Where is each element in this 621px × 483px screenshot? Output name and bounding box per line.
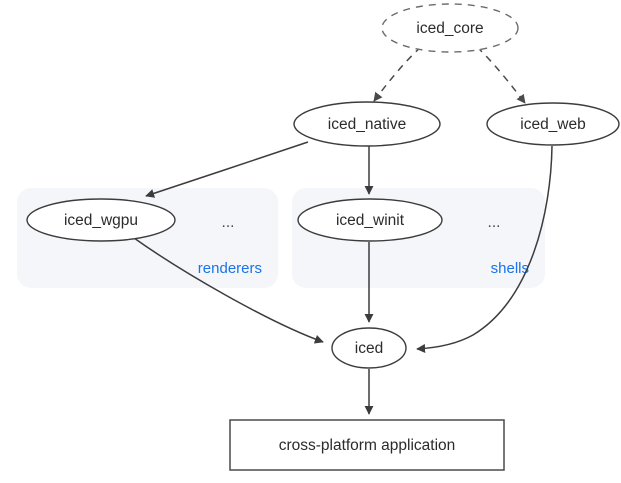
edge-iced_core-to-iced_native bbox=[373, 46, 422, 102]
edge-iced_core-to-iced_web bbox=[476, 46, 526, 104]
node-iced-native[interactable]: iced_native bbox=[293, 101, 441, 147]
edge-iced_native-to-iced_wgpu bbox=[145, 141, 309, 198]
edge-iced_web-to-iced bbox=[416, 145, 553, 354]
node-iced-core-shape[interactable] bbox=[381, 3, 519, 53]
node-iced-web[interactable]: iced_web bbox=[486, 102, 620, 146]
node-cross-platform-application[interactable]: cross-platform application bbox=[229, 419, 505, 471]
node-iced-core[interactable]: iced_core bbox=[381, 3, 519, 53]
node-iced-winit-shape[interactable] bbox=[297, 198, 443, 242]
node-iced-wgpu-shape[interactable] bbox=[26, 198, 176, 242]
node-iced-shape[interactable] bbox=[331, 327, 407, 369]
edge-iced_wgpu-to-iced bbox=[133, 237, 324, 344]
node-iced-web-shape[interactable] bbox=[486, 102, 620, 146]
node-iced-winit[interactable]: iced_winit bbox=[297, 198, 443, 242]
node-iced-wgpu[interactable]: iced_wgpu bbox=[26, 198, 176, 242]
node-iced-native-shape[interactable] bbox=[293, 101, 441, 147]
node-application-shape[interactable] bbox=[229, 419, 505, 471]
node-iced[interactable]: iced bbox=[331, 327, 407, 369]
